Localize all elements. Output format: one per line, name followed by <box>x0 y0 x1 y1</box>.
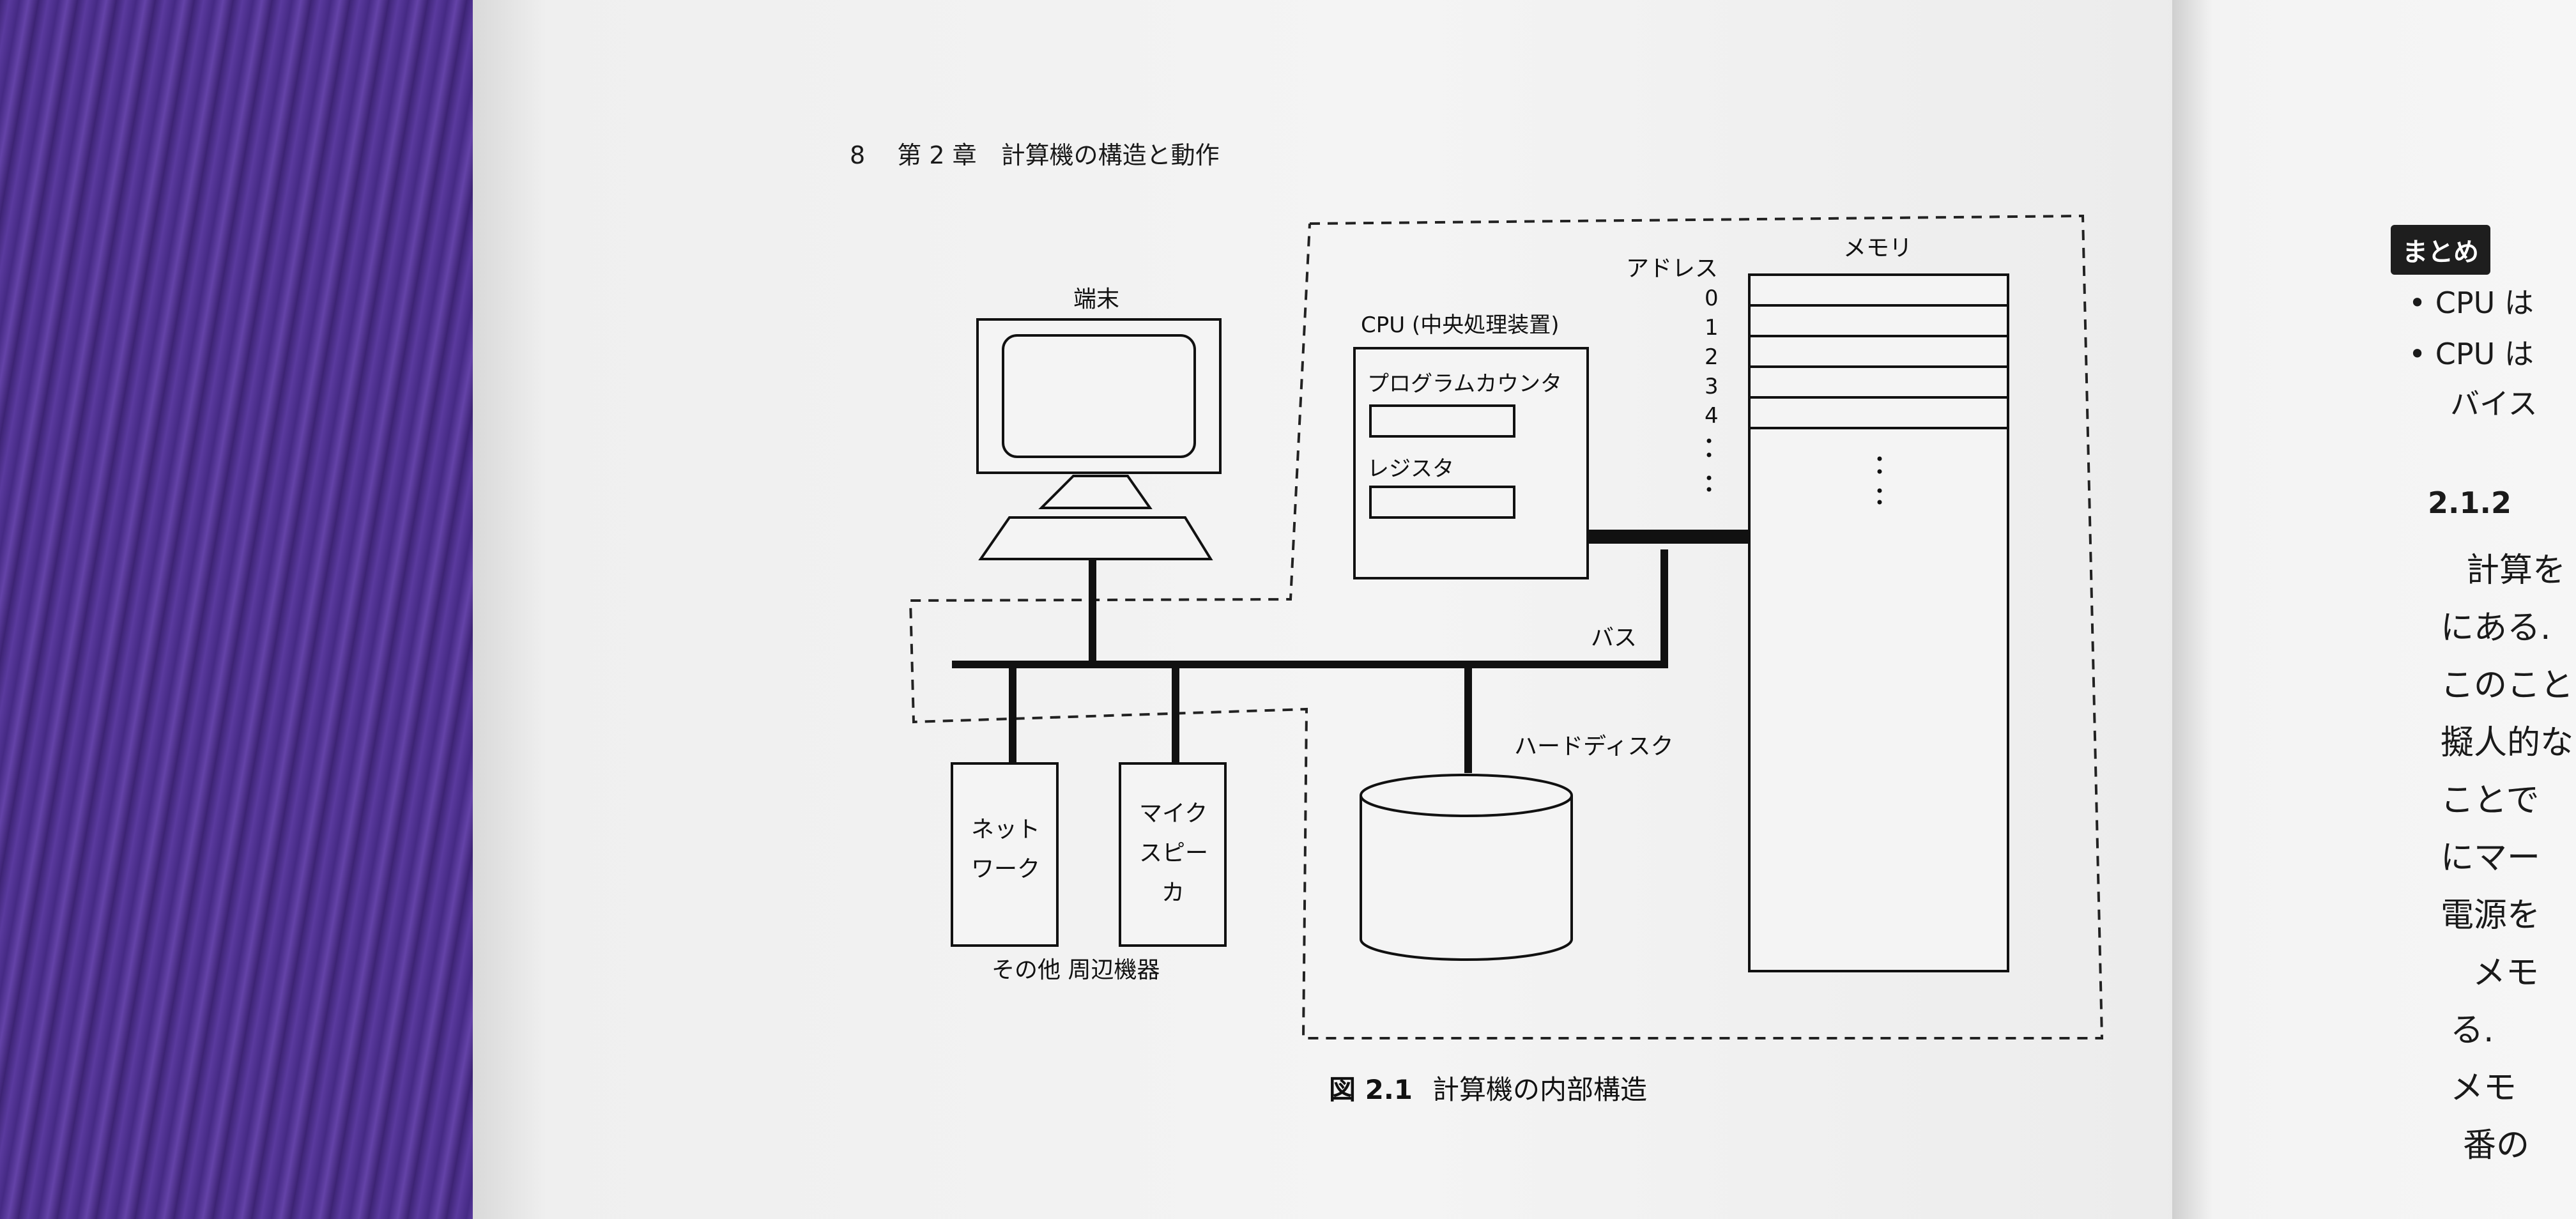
body-text-line: 番の <box>2463 1126 2530 1165</box>
address-ellipsis-dot <box>1706 438 1712 443</box>
body-text-line: 計算を <box>2466 551 2566 590</box>
mic-speaker-label-line: スピー <box>1139 840 1208 866</box>
body-text-line: ことで <box>2441 781 2540 820</box>
other-peripherals-label: その他 周辺機器 <box>992 957 1160 983</box>
figure-number: 図 2.1 <box>1329 1074 1413 1105</box>
body-text-line: る. <box>2450 1011 2494 1050</box>
summary-bullet: • CPU は <box>2409 337 2534 371</box>
terminal-keyboard <box>978 516 1213 560</box>
address-label: アドレス <box>1626 256 1718 282</box>
body-text-line: 擬人的な <box>2441 724 2574 762</box>
address-ellipsis-dot <box>1706 475 1712 480</box>
computer-boundary <box>908 214 2104 1039</box>
summary-bullet-continuation: バイス <box>2450 387 2538 421</box>
address-number: 1 <box>1705 315 1719 341</box>
address-number: 4 <box>1705 403 1719 429</box>
terminal <box>976 318 1222 560</box>
mic-speaker-box <box>1119 762 1227 947</box>
cpu-label: CPU (中央処理装置) <box>1361 312 1559 338</box>
memory-ellipsis-dot <box>1877 469 1882 474</box>
address-number: 2 <box>1705 344 1719 370</box>
network-label-line: ネット <box>971 816 1040 843</box>
register-label: レジスタ <box>1367 456 1454 482</box>
terminal-screen <box>1002 334 1196 458</box>
memory-ellipsis-dot <box>1877 488 1882 493</box>
address-number: 0 <box>1705 286 1719 311</box>
body-text-line: メモ <box>2472 954 2540 992</box>
book-page-right <box>2172 0 2576 1219</box>
body-text-line: にある. <box>2441 609 2551 647</box>
body-text-line: 電源を <box>2441 896 2541 935</box>
mic-speaker-label-line: マイク <box>1139 801 1208 827</box>
body-text-line: にマー <box>2441 839 2541 877</box>
memory-ellipsis-dot <box>1877 500 1882 505</box>
section-number: 2.1.2 <box>2428 486 2511 520</box>
network-label-line: ワーク <box>971 856 1040 882</box>
address-number: 3 <box>1705 374 1719 399</box>
address-ellipsis-dot <box>1706 452 1712 457</box>
address-ellipsis-dot <box>1706 487 1712 492</box>
memory-ellipsis-dot <box>1877 456 1882 461</box>
network-box <box>951 762 1059 947</box>
bus-label: バス <box>1591 625 1637 651</box>
terminal-stand <box>1038 475 1153 509</box>
program-counter-label: プログラムカウンタ <box>1367 371 1562 397</box>
hard-disk-label: ハードディスク <box>1514 733 1673 760</box>
program-counter-register <box>1369 404 1515 438</box>
summary-bullet-text: CPU は <box>2435 337 2534 371</box>
hard-disk <box>1360 774 1573 961</box>
memory-label: メモリ <box>1843 235 1912 261</box>
general-register <box>1369 486 1515 519</box>
summary-bullet: • CPU は <box>2409 286 2534 320</box>
mic-speaker-label-line: カ <box>1162 880 1184 906</box>
running-head: 8 第 2 章 計算機の構造と動作 <box>850 141 1220 169</box>
memory-box <box>1748 273 2009 972</box>
figure-caption: 計算機の内部構造 <box>1432 1074 1648 1105</box>
body-text-line: メモ <box>2450 1069 2517 1107</box>
terminal-label: 端末 <box>1073 286 1119 312</box>
cpu-box <box>1353 347 1589 579</box>
body-text-line: このこと <box>2441 666 2574 705</box>
summary-bullet-text: CPU は <box>2435 286 2534 320</box>
summary-badge: まとめ <box>2391 225 2490 275</box>
